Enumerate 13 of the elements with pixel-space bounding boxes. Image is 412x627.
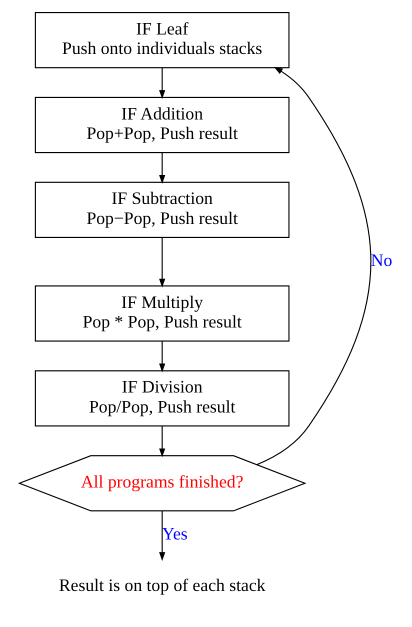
arrow [159, 426, 166, 458]
node-box: IF Leaf Push onto individuals stacks [34, 12, 290, 68]
node-box: IF Addition Pop+Pop, Push result [34, 96, 290, 154]
arrow [159, 341, 166, 372]
node-box: IF Multiply Pop * Pop, Push result [34, 285, 290, 342]
node-text: Result is on top of each stack [58, 575, 266, 596]
arrow [256, 66, 372, 466]
node-box: IF Division Pop/Pop, Push result [34, 370, 290, 426]
arrow [159, 68, 166, 99]
node-box: IF Subtraction Pop−Pop, Push result [34, 182, 290, 238]
arrow [159, 152, 166, 184]
arrow [159, 511, 166, 561]
arrow [159, 238, 166, 288]
